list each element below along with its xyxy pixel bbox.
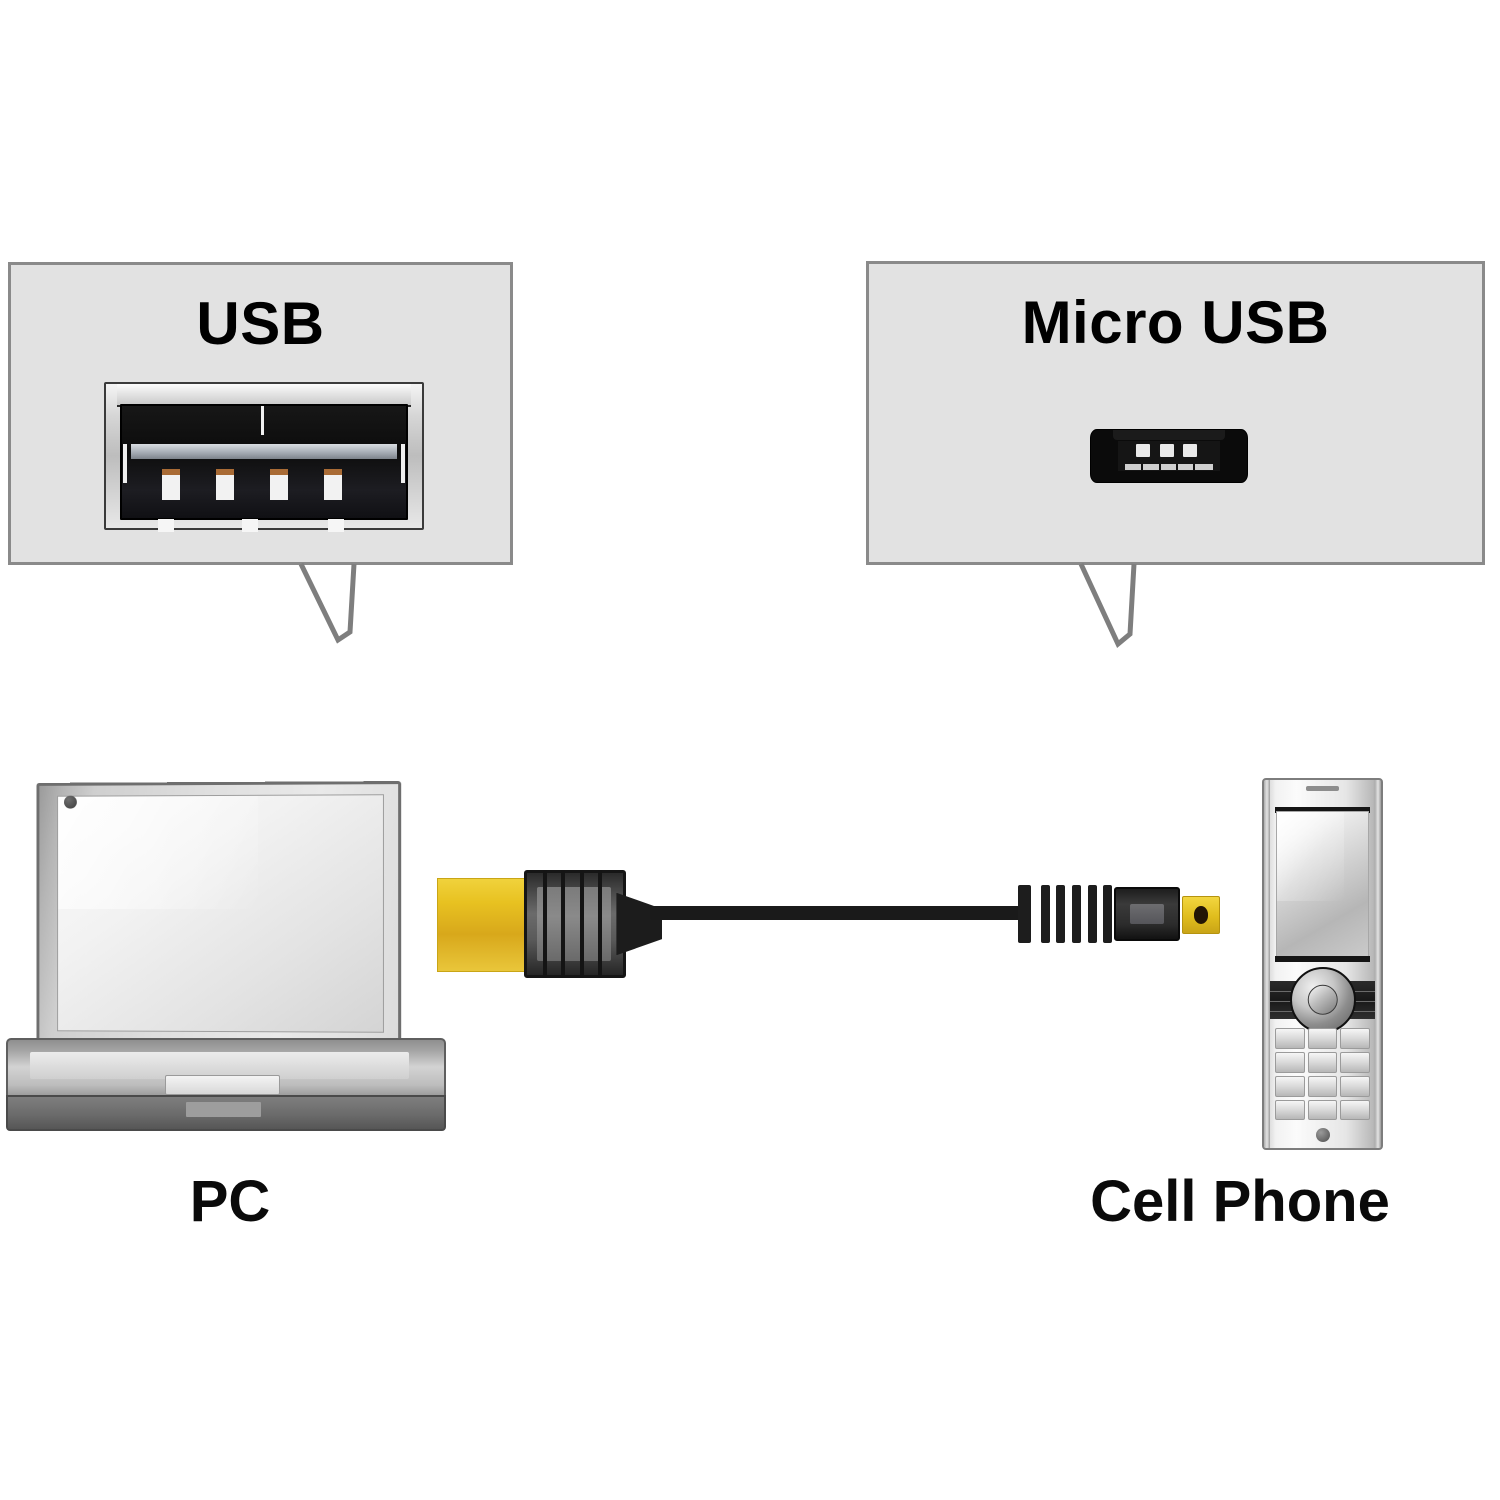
usb-plug-grip-ridge: [542, 869, 547, 979]
usb-plug-housing: [524, 869, 626, 979]
usb-plug-contact-shell: [437, 878, 531, 972]
phone-key[interactable]: [1307, 1075, 1338, 1097]
usb-plug-grip-ridge: [598, 869, 602, 979]
micro-usb-port-ledge: [1125, 463, 1213, 471]
phone-earpiece: [1306, 785, 1339, 791]
phone-key[interactable]: [1340, 1099, 1371, 1121]
micro-usb-ledge-divider: [1158, 463, 1161, 471]
phone-key[interactable]: [1307, 1052, 1338, 1073]
usb-port-pin: [161, 475, 181, 500]
phone-keypad[interactable]: [1274, 1028, 1371, 1121]
cell-phone-label: Cell Phone: [1090, 1169, 1390, 1234]
phone-key[interactable]: [1274, 1075, 1305, 1097]
micro-usb-ledge-divider: [1175, 463, 1178, 471]
cable-ferrite-ring: [1072, 885, 1081, 943]
usb-port-tab-right: [400, 444, 405, 483]
phone-key[interactable]: [1274, 1099, 1305, 1121]
usb-plug-grip-ridge: [561, 869, 566, 979]
usb-port-contact-bar: [130, 444, 398, 459]
laptop-icon: [6, 781, 446, 1138]
micro-usb-callout-label: Micro USB: [1021, 289, 1330, 356]
usb-plug-strain-relief: [616, 892, 663, 956]
micro-usb-ledge-divider: [1141, 463, 1144, 471]
phone-left-edge: [1264, 780, 1270, 1148]
usb-port-pin: [215, 475, 235, 500]
usb-plug-grip-ridge: [579, 869, 584, 979]
laptop-webcam-icon: [63, 795, 77, 809]
usb-a-port-icon: [104, 382, 424, 532]
phone-key[interactable]: [1340, 1028, 1371, 1050]
usb-callout-pointer: [298, 562, 357, 644]
micro-usb-port-shell: [1090, 429, 1248, 483]
usb-port-tab-left: [123, 444, 128, 483]
laptop-base: [6, 1038, 446, 1103]
phone-screen-glare: [1276, 812, 1345, 902]
micro-usb-port-pin: [1136, 443, 1151, 458]
micro-plug-tip-hole: [1193, 906, 1209, 924]
laptop-screen: [56, 794, 384, 1033]
phone-key[interactable]: [1307, 1099, 1338, 1121]
cable-ferrite-ring: [1088, 885, 1097, 943]
cell-phone-icon: [1262, 778, 1383, 1150]
phone-key[interactable]: [1340, 1052, 1371, 1073]
laptop-latch: [186, 1102, 262, 1117]
usb-port-pin: [269, 475, 289, 500]
micro-usb-callout-box: Micro USB: [866, 261, 1485, 565]
usb-callout-box: USB: [8, 262, 513, 565]
usb-port-cavity-split: [261, 406, 265, 436]
micro-usb-callout-pointer: [1078, 562, 1137, 649]
pc-label: PC: [189, 1169, 271, 1234]
laptop-lid: [35, 781, 401, 1047]
phone-key[interactable]: [1274, 1052, 1305, 1073]
cable-ferrite-ring: [1103, 885, 1112, 943]
micro-usb-ledge-divider: [1193, 463, 1196, 471]
phone-nav-band: [1269, 966, 1376, 1033]
phone-microphone: [1315, 1128, 1330, 1143]
cable-wire: [650, 906, 1025, 920]
phone-key[interactable]: [1274, 1028, 1305, 1050]
cable-ferrite-ring: [1056, 885, 1065, 943]
cable-ferrite-ring: [1041, 885, 1050, 943]
usb-port-notch: [158, 518, 175, 532]
micro-usb-male-plug: [1010, 885, 1225, 943]
usb-callout-label: USB: [196, 290, 325, 357]
usb-port-notch: [328, 518, 344, 532]
laptop-screen-glare: [57, 796, 259, 910]
usb-port-pin: [323, 475, 343, 500]
phone-top-bar: [1274, 806, 1371, 813]
laptop-keyboard: [29, 1052, 410, 1079]
phone-bottom-bar: [1274, 955, 1371, 962]
micro-usb-port-icon: [1090, 429, 1248, 483]
micro-usb-port-bevel: [1112, 430, 1226, 441]
cable-ferrite-ring: [1018, 885, 1031, 943]
phone-nav-wheel[interactable]: [1289, 966, 1356, 1033]
usb-port-notch: [241, 518, 258, 532]
micro-plug-window: [1129, 904, 1165, 924]
usb-a-male-plug: [437, 869, 667, 979]
micro-plug-housing: [1114, 887, 1180, 941]
micro-usb-port-pin: [1183, 443, 1198, 458]
usb-port-cavity: [120, 404, 408, 520]
phone-key[interactable]: [1307, 1028, 1338, 1050]
micro-plug-tip: [1182, 896, 1220, 934]
phone-key[interactable]: [1340, 1075, 1371, 1097]
phone-screen: [1275, 811, 1370, 957]
phone-nav-wheel-center[interactable]: [1307, 984, 1338, 1016]
phone-right-edge: [1375, 780, 1381, 1148]
laptop-trackpad: [164, 1075, 281, 1096]
phone-body: [1262, 778, 1383, 1150]
micro-usb-port-pin: [1159, 443, 1174, 458]
